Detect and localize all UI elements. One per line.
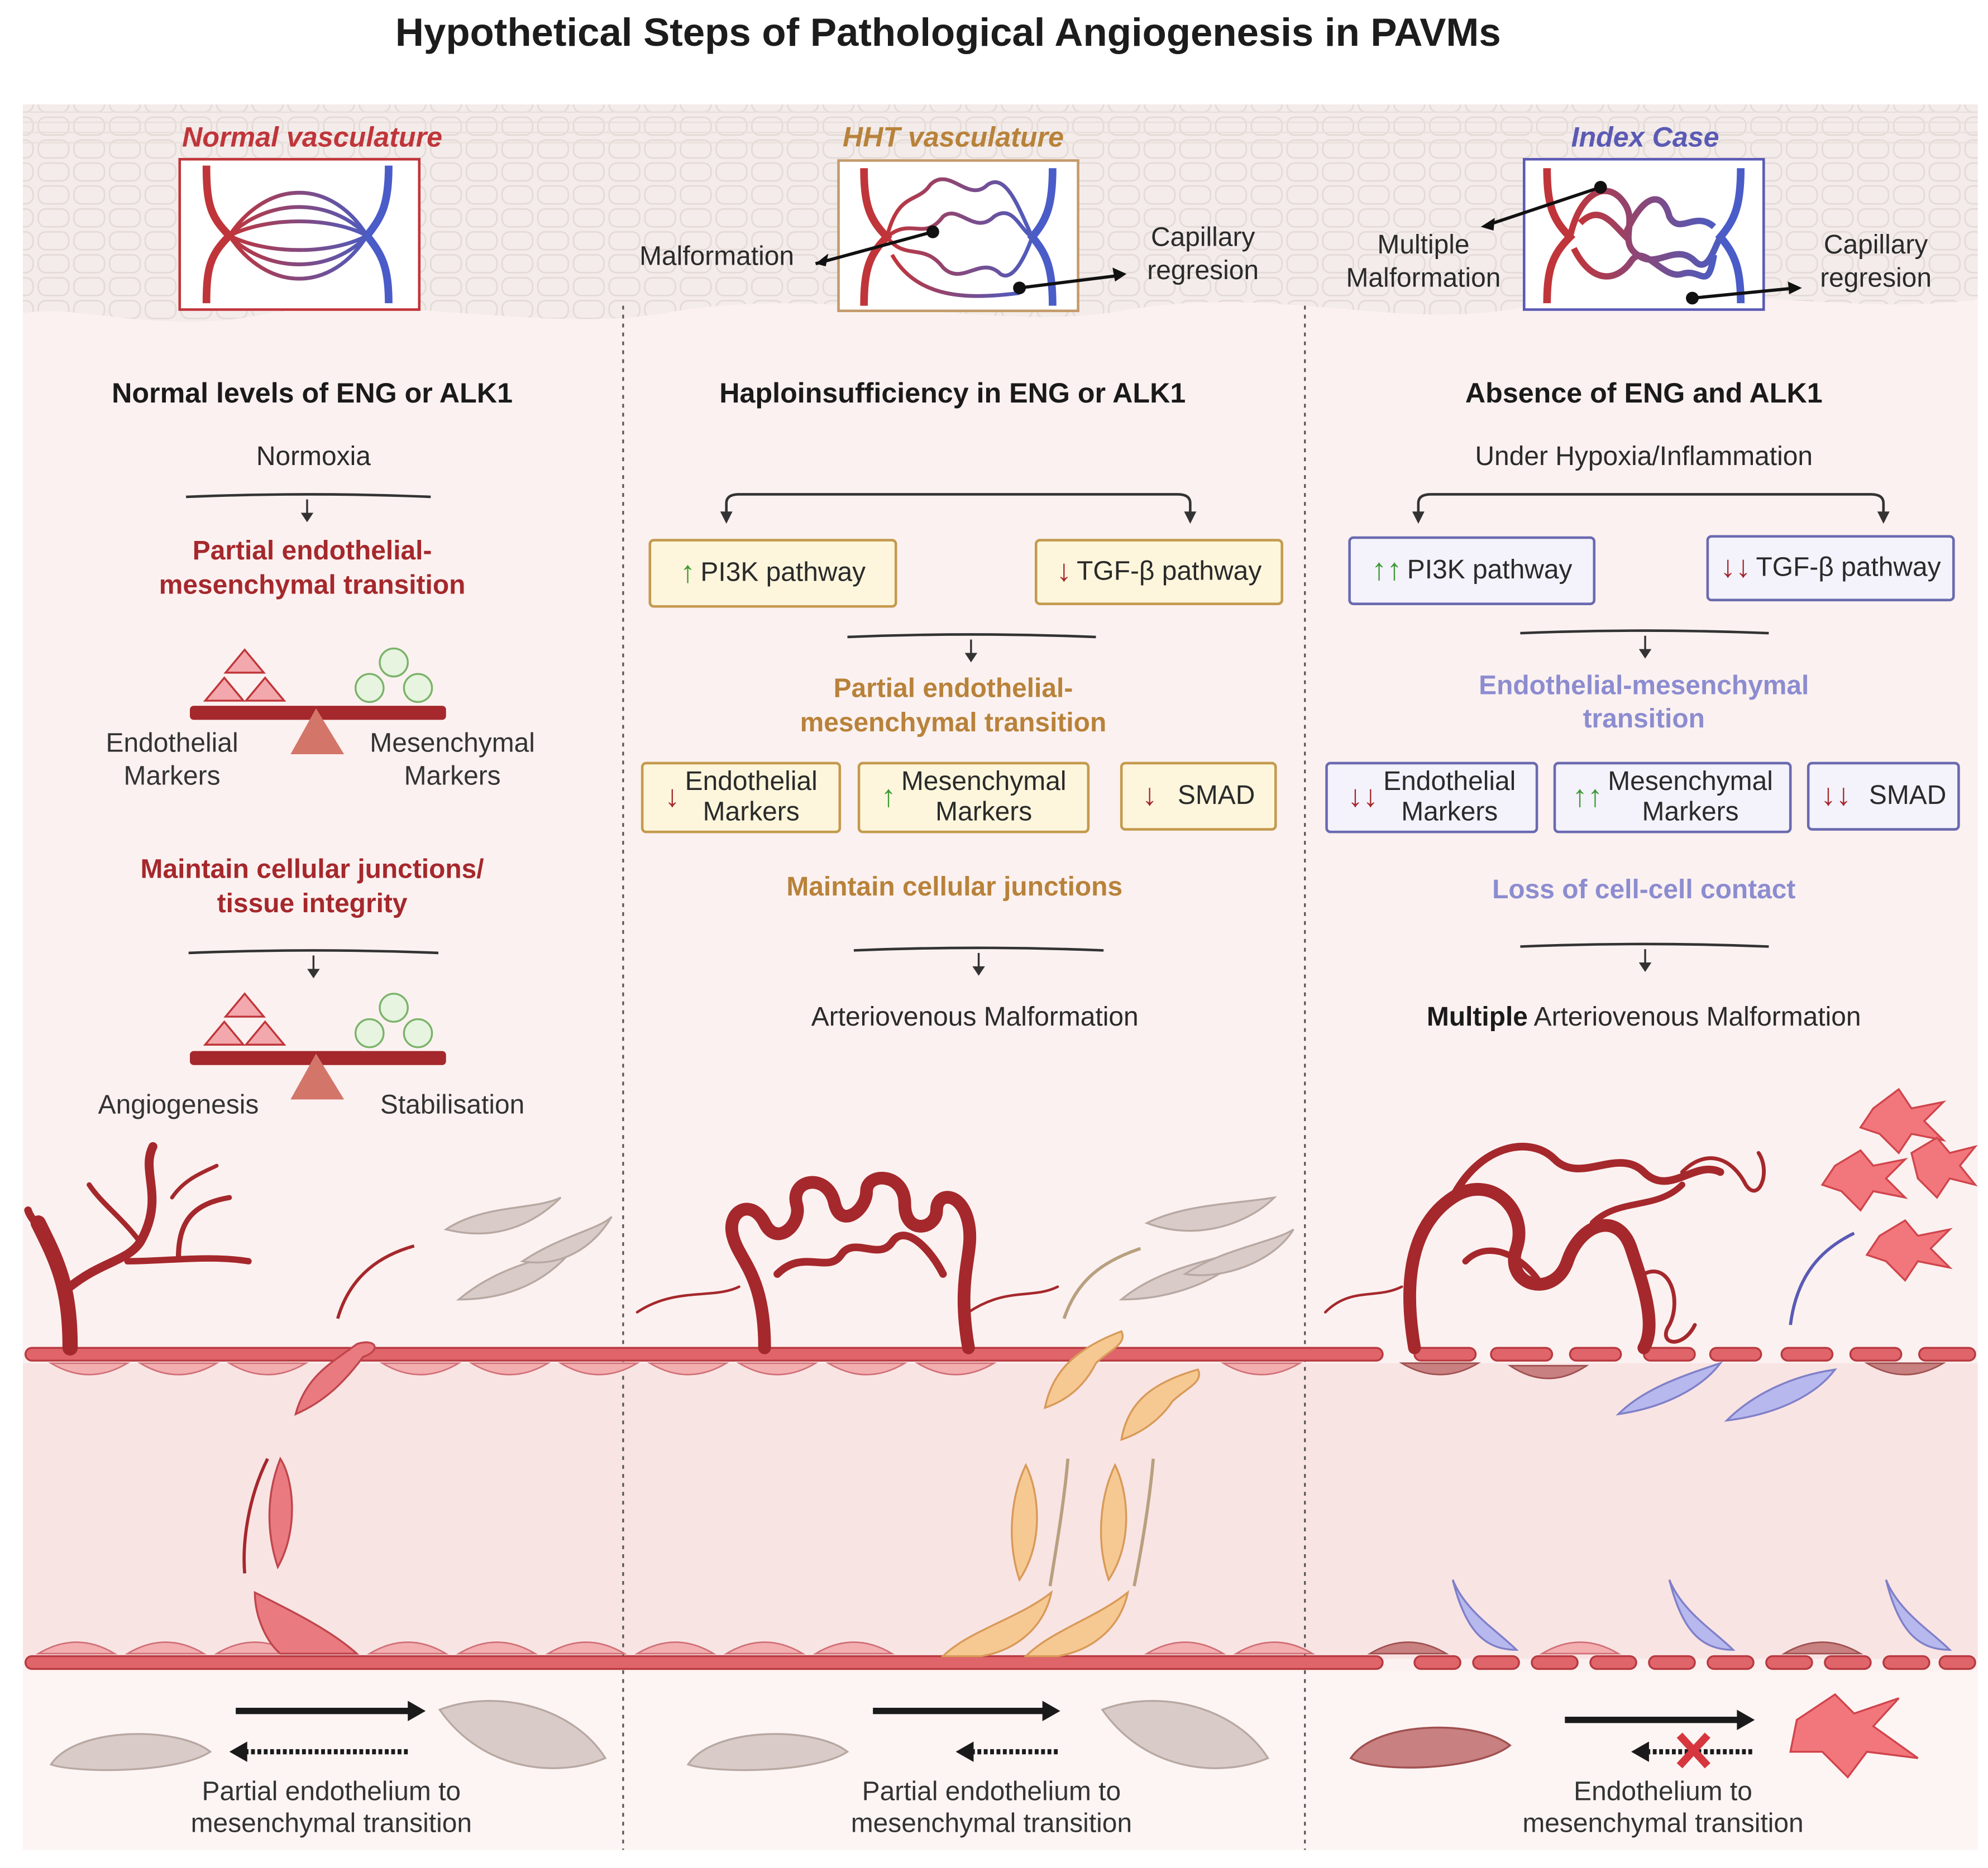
pi3k-box-index: ↑↑ PI3K pathway: [1348, 536, 1596, 605]
outcome-hht: Arteriovenous Malformation: [811, 1002, 1139, 1032]
double-arrow-down-icon: ↓↓: [1720, 550, 1751, 585]
hht-vasculature-diagram: [815, 159, 1127, 313]
page-title: Hypothetical Steps of Pathological Angio…: [395, 10, 1501, 55]
emt-index: Endothelial-mesenchymal transition: [1479, 671, 1809, 734]
pemt-cells-hht: [940, 1330, 1200, 1658]
label-capillary-regression-hht: Capillary regresion: [1147, 223, 1259, 286]
arrow-down-icon: ↓: [1056, 554, 1072, 589]
caption-hht: HHT vasculature: [842, 121, 1064, 153]
double-arrow-down-icon: ↓↓: [1347, 779, 1379, 815]
endothelial-label-hht: Endothelial Markers: [685, 767, 818, 827]
col3-arrows: [1412, 493, 1890, 972]
outcome-index-rest: Arteriovenous Malformation: [1527, 1002, 1861, 1032]
tgfb-label-hht: TGF-β pathway: [1077, 557, 1262, 586]
balance-scale-1: [190, 647, 446, 754]
curved-arrows: [242, 1232, 1855, 1587]
smad-box-index: ↓↓ SMAD: [1807, 761, 1960, 831]
junction-hht: Maintain cellular junctions: [786, 873, 1123, 902]
outcome-index: Multiple Arteriovenous Malformation: [1377, 1003, 1911, 1033]
condition-normal: Normoxia: [256, 442, 371, 472]
col1-arrows: [186, 493, 439, 979]
endothelial-box-index: ↓↓ Endothelial Markers: [1325, 761, 1538, 834]
arrow-up-icon: ↑: [881, 779, 896, 815]
blocked-x-icon: [1676, 1732, 1710, 1769]
mesenchymal-label-index: Mesenchymal Markers: [1608, 767, 1773, 827]
double-arrow-up-icon: ↑↑: [1572, 779, 1603, 815]
mesenchymal-label-hht: Mesenchymal Markers: [901, 767, 1067, 827]
arrow-up-icon: ↑: [680, 555, 696, 590]
mesenchymal-cells-index: [1789, 1088, 1978, 1779]
emt-cells-index: [1451, 1361, 1952, 1651]
balance2-right: Stabilisation: [380, 1090, 525, 1120]
balance-scale-2: [190, 992, 446, 1100]
tgfb-label-index: TGF-β pathway: [1756, 553, 1941, 582]
label-capillary-regression-index: Capillary regresion: [1820, 231, 1932, 293]
junction-index: Loss of cell-cell contact: [1492, 875, 1796, 905]
pi3k-label-index: PI3K pathway: [1407, 555, 1573, 585]
label-malformation: Malformation: [639, 242, 795, 272]
vessel-tree-normal: [24, 1142, 252, 1356]
endothelial-cell-index: [1349, 1726, 1512, 1769]
bottom-caption-index: Endothelium to mesenchymal transition: [1522, 1777, 1804, 1838]
label-multiple-malformation: Multiple Malformation: [1346, 231, 1501, 293]
col2-arrows: [720, 493, 1197, 976]
double-arrow-down-icon: ↓↓: [1820, 778, 1851, 813]
junction-normal: Maintain cellular junctions/ tissue inte…: [140, 855, 484, 919]
emt-hht: Partial endothelial- mesenchymal transit…: [800, 674, 1107, 738]
balance2-left: Angiogenesis: [98, 1090, 259, 1120]
mesenchymal-cells: [49, 1196, 1294, 1771]
mesenchymal-box-index: ↑↑ Mesenchymal Markers: [1553, 761, 1792, 834]
bottom-caption-hht: Partial endothelium to mesenchymal trans…: [850, 1777, 1132, 1838]
tgfb-box-index: ↓↓ TGF-β pathway: [1706, 535, 1955, 602]
outcome-index-bold: Multiple: [1426, 1002, 1528, 1032]
smad-box-hht: ↓ SMAD: [1120, 761, 1277, 831]
double-arrow-up-icon: ↑↑: [1371, 553, 1402, 588]
caption-normal: Normal vasculature: [182, 121, 443, 153]
pemt-cells-normal: [254, 1341, 376, 1655]
balance1-right: Mesenchymal Markers: [370, 729, 535, 792]
balance1-left: Endothelial Markers: [106, 729, 238, 792]
pi3k-box-hht: ↑ PI3K pathway: [648, 539, 897, 608]
mesenchymal-box-hht: ↑ Mesenchymal Markers: [857, 761, 1090, 834]
smad-label-index: SMAD: [1868, 780, 1947, 811]
pi3k-label-hht: PI3K pathway: [700, 558, 866, 588]
condition-index: Under Hypoxia/Inflammation: [1475, 442, 1813, 472]
arrow-down-icon: ↓: [665, 779, 680, 815]
vessel-tree-index: [1323, 1143, 1766, 1354]
endothelial-label-index: Endothelial Markers: [1383, 767, 1516, 827]
tgfb-box-hht: ↓ TGF-β pathway: [1034, 539, 1283, 605]
bottom-caption-normal: Partial endothelium to mesenchymal trans…: [190, 1777, 472, 1838]
heading-normal: Normal levels of ENG or ALK1: [112, 377, 513, 409]
arrow-down-icon: ↓: [1142, 778, 1158, 813]
index-case-diagram: [1480, 157, 1802, 311]
normal-vasculature-diagram: [178, 157, 421, 311]
smad-label-hht: SMAD: [1177, 780, 1255, 811]
bottom-arrows: [229, 1701, 1755, 1769]
caption-index: Index Case: [1571, 121, 1719, 153]
heading-index: Absence of ENG and ALK1: [1465, 377, 1823, 409]
heading-hht: Haploinsufficiency in ENG or ALK1: [719, 377, 1186, 409]
vessel-walls: [24, 1347, 1976, 1670]
vessel-tree-hht: [635, 1171, 1059, 1354]
emt-normal: Partial endothelial- mesenchymal transit…: [159, 536, 466, 600]
endothelial-box-hht: ↓ Endothelial Markers: [641, 761, 842, 834]
